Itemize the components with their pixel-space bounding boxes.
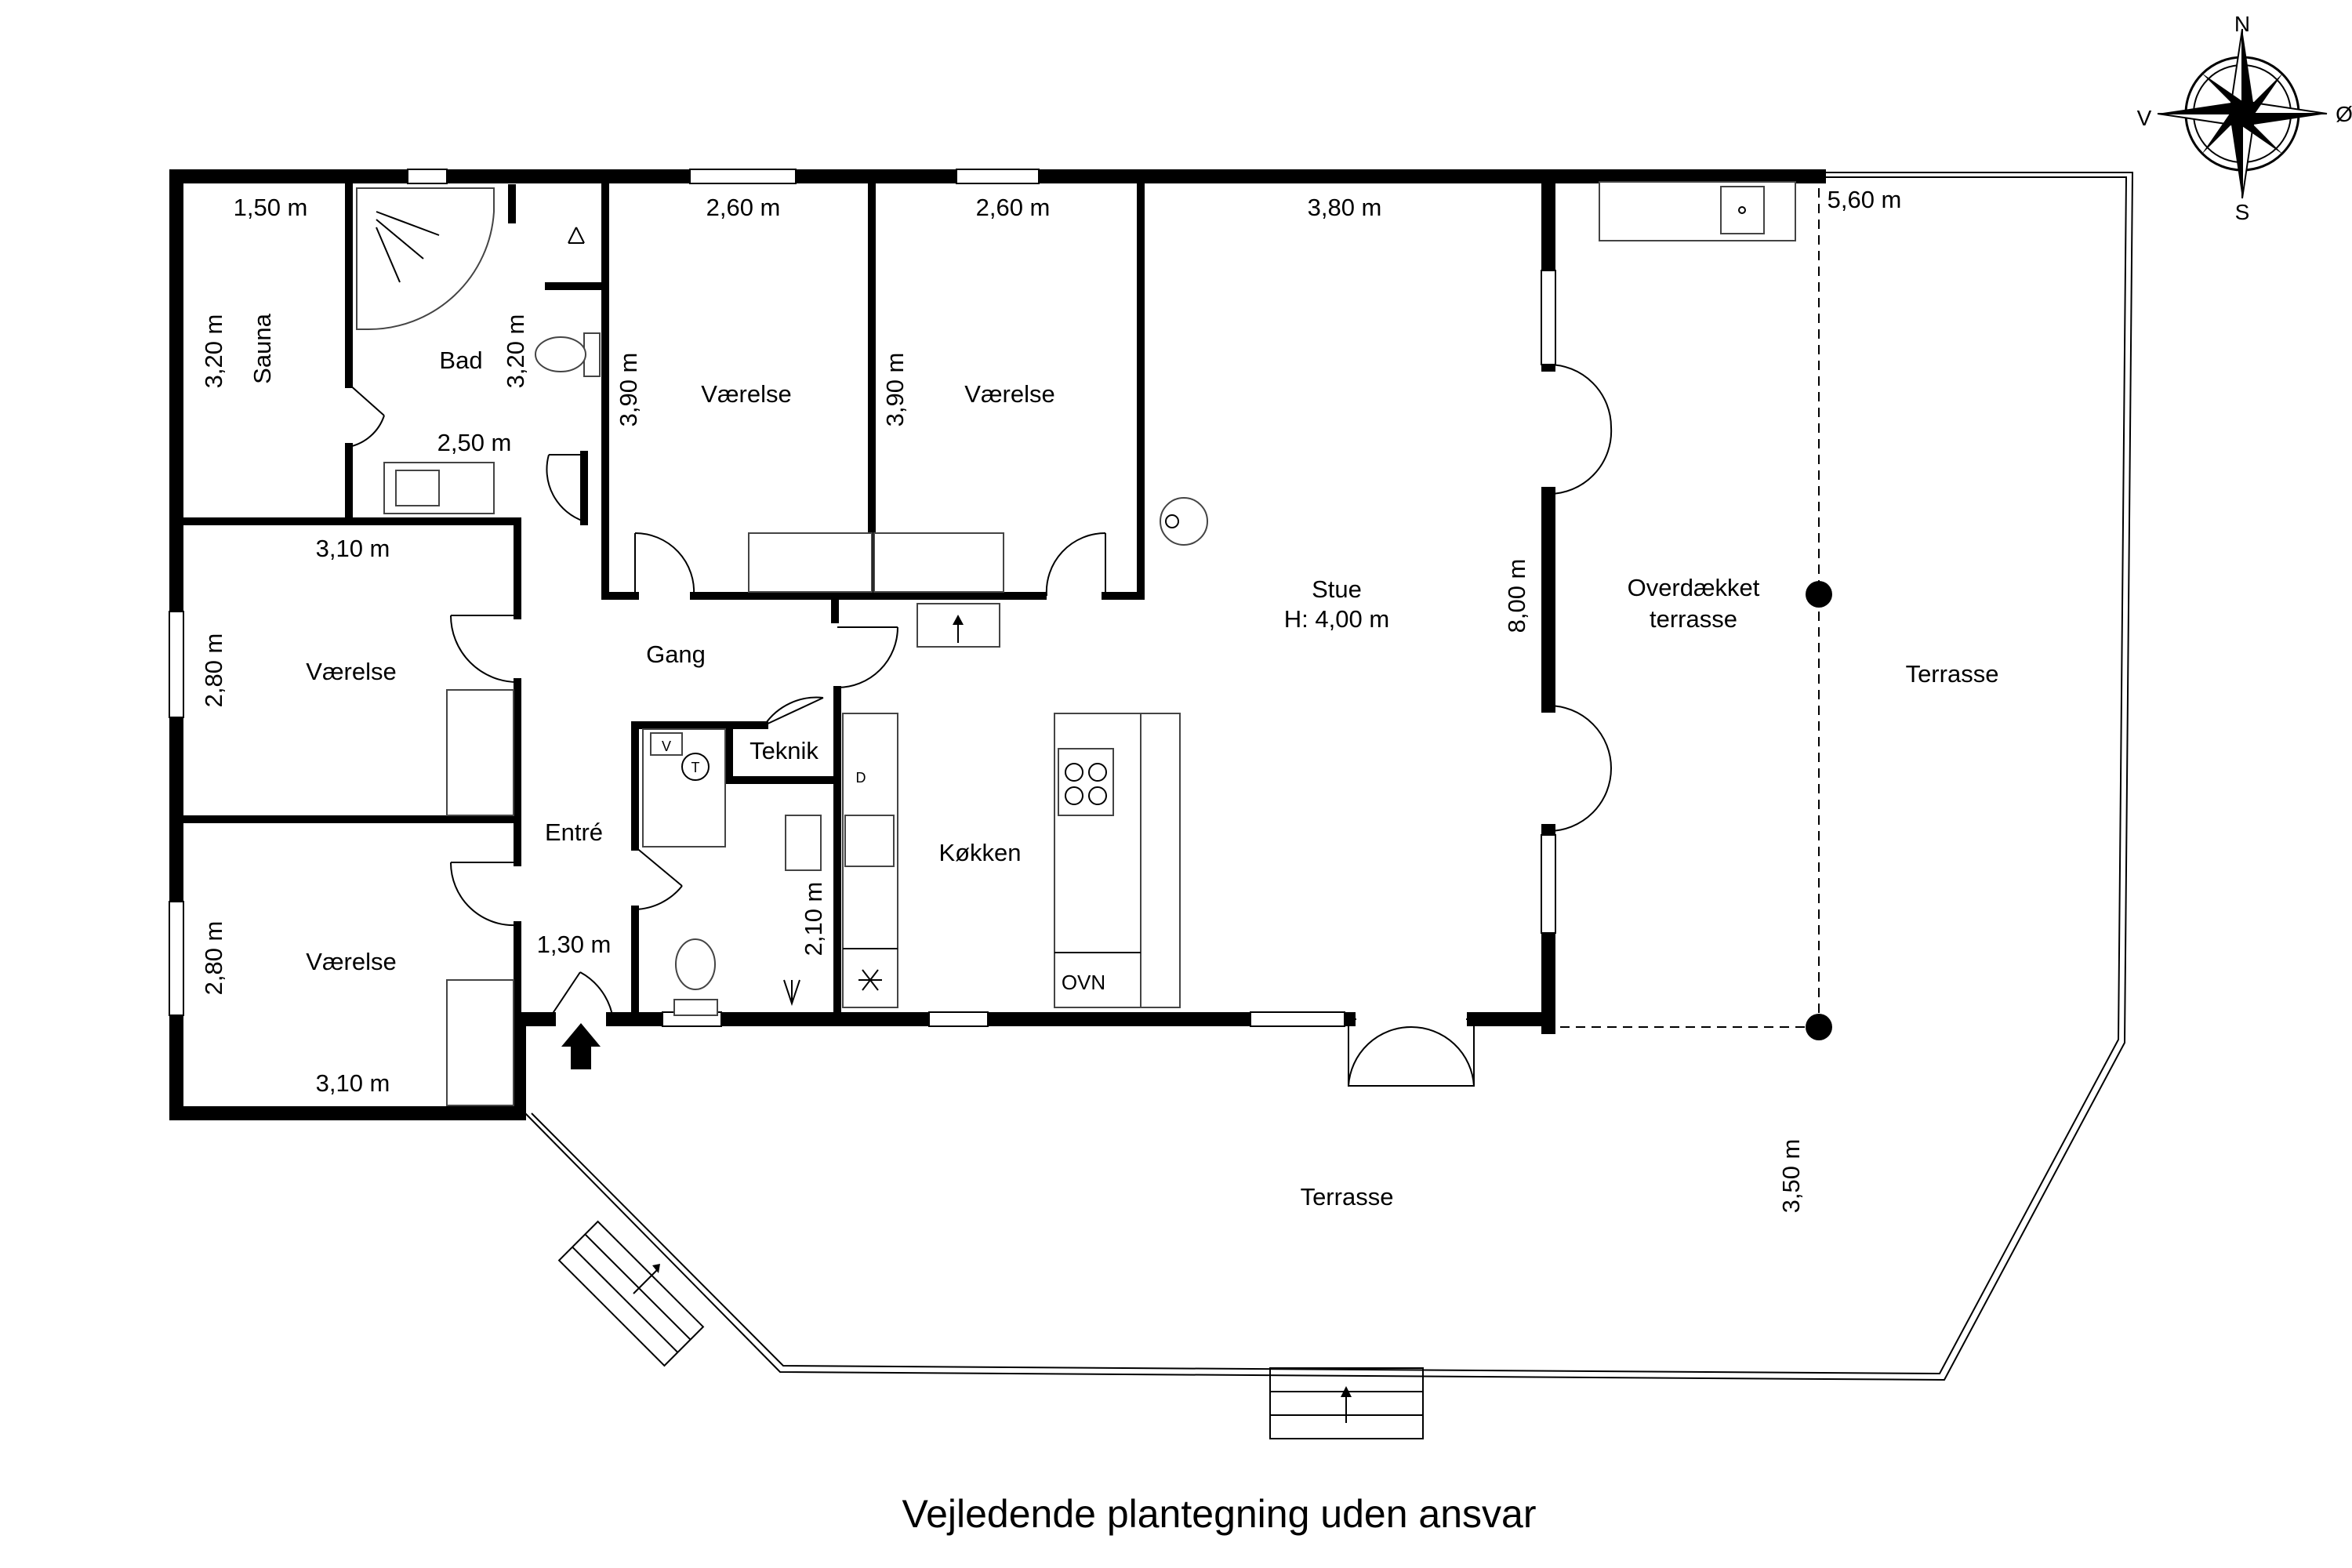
dim-room1-height: 3,90 m (615, 353, 642, 427)
terrace-outline (524, 172, 2134, 1381)
room-label-terrasse-east: Terrasse (1906, 660, 1999, 688)
windows (169, 169, 1556, 1027)
terrace-steps-southwest (557, 1220, 705, 1367)
column-post (1806, 1014, 1832, 1040)
room-label-overdaekket-2: terrasse (1650, 605, 1737, 633)
compass-rose-icon (2157, 28, 2328, 199)
dim-bad-width: 2,50 m (437, 429, 512, 456)
compass-south-label: S (2235, 200, 2250, 224)
dishwasher-label: D (856, 770, 866, 786)
dim-room2-width: 2,60 m (976, 194, 1051, 221)
room-label-vaerelse-1: Værelse (701, 380, 791, 408)
entrance-arrow-icon (561, 1023, 601, 1069)
compass-north-label: N (2234, 12, 2250, 36)
dim-stue-width: 3,80 m (1308, 194, 1382, 221)
dim-sauna-height: 3,20 m (200, 314, 227, 389)
room-label-bad: Bad (439, 347, 482, 374)
room-label-vaerelse-3: Værelse (306, 658, 396, 685)
dim-room1-width: 2,60 m (706, 194, 781, 221)
room-label-overdaekket-1: Overdækket (1628, 574, 1760, 601)
dim-terrace-width: 5,60 m (1828, 186, 1902, 213)
oven-label: OVN (1062, 971, 1105, 994)
dim-room4-height: 2,80 m (200, 921, 227, 996)
doors (348, 364, 1613, 1087)
caption: Vejledende plantegning uden ansvar (902, 1492, 1536, 1536)
room-label-terrasse-south: Terrasse (1301, 1183, 1394, 1210)
room-label-stue-height: H: 4,00 m (1284, 605, 1389, 633)
dim-room3-width: 3,10 m (316, 535, 390, 562)
terrace-steps-south (1269, 1367, 1424, 1439)
room-label-teknik: Teknik (750, 737, 818, 764)
dim-stue-height: 8,00 m (1503, 559, 1530, 633)
dryer-label: T (691, 760, 700, 775)
dim-terrace-south: 3,50 m (1777, 1139, 1805, 1214)
interior-walls (172, 172, 1145, 1023)
room-label-stue: Stue (1312, 575, 1362, 603)
room-label-entre: Entré (545, 818, 603, 846)
room-label-vaerelse-4: Værelse (306, 948, 396, 975)
washer-label: V (662, 739, 671, 754)
dim-room4-width: 3,10 m (316, 1069, 390, 1097)
column-post (1806, 581, 1832, 608)
room-label-vaerelse-2: Værelse (964, 380, 1054, 408)
dim-room2-height: 3,90 m (881, 353, 909, 427)
dim-bad-height: 3,20 m (502, 314, 529, 389)
room-label-sauna: Sauna (249, 313, 276, 383)
arrow-sw (633, 1264, 660, 1294)
dim-room3-height: 2,80 m (200, 633, 227, 708)
dim-sauna-width: 1,50 m (234, 194, 308, 221)
fridge-snowflake-icon (858, 969, 882, 991)
compass-west-label: V (2137, 106, 2152, 130)
fixtures (356, 181, 1796, 1106)
dim-entre-width: 1,30 m (537, 931, 612, 958)
compass-east-label: Ø (2336, 102, 2352, 126)
dim-wc-height: 2,10 m (800, 882, 827, 956)
room-label-koekken: Køkken (938, 839, 1021, 866)
room-label-gang: Gang (646, 641, 706, 668)
